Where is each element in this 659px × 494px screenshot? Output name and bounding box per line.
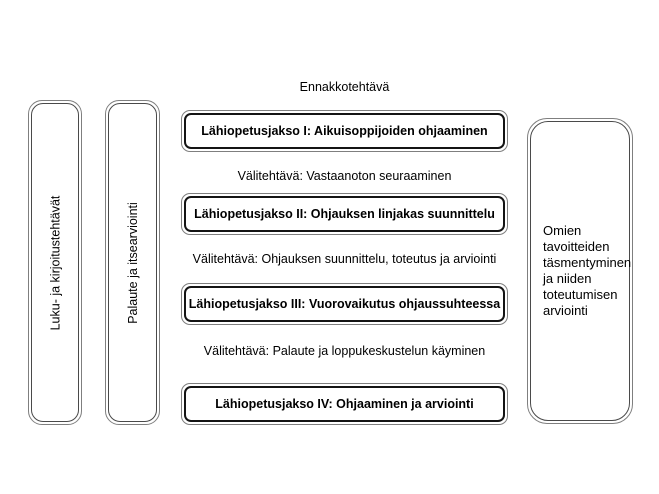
session-inner-frame: Lähiopetusjakso III: Vuorovaikutus ohjau… <box>184 286 505 322</box>
session-label: Lähiopetusjakso II: Ohjauksen linjakas s… <box>194 207 495 221</box>
interim-task-label-1: Välitehtävä: Vastaanoton seuraaminen <box>237 169 452 183</box>
pillar-inner-frame: Luku- ja kirjoitustehtävät <box>31 103 79 422</box>
interim-task-label-2: Välitehtävä: Ohjauksen suunnittelu, tote… <box>192 252 497 266</box>
session-inner-frame: Lähiopetusjakso IV: Ohjaaminen ja arvioi… <box>184 386 505 422</box>
session-box-2: Lähiopetusjakso II: Ohjauksen linjakas s… <box>181 193 508 235</box>
session-label: Lähiopetusjakso I: Aikuisoppijoiden ohja… <box>201 124 488 138</box>
interim-task-label-3: Välitehtävä: Palaute ja loppukeskustelun… <box>203 344 486 358</box>
pre-assignment-label: Ennakkotehtävä <box>299 80 390 94</box>
pillar-reading-writing-tasks: Luku- ja kirjoitustehtävät <box>28 100 82 425</box>
session-label: Lähiopetusjakso III: Vuorovaikutus ohjau… <box>188 297 501 311</box>
session-label: Lähiopetusjakso IV: Ohjaaminen ja arvioi… <box>215 397 474 411</box>
pillar-inner-frame: Palaute ja itsearviointi <box>108 103 157 422</box>
session-inner-frame: Lähiopetusjakso I: Aikuisoppijoiden ohja… <box>184 113 505 149</box>
session-box-4: Lähiopetusjakso IV: Ohjaaminen ja arvioi… <box>181 383 508 425</box>
goals-inner-frame: Omien tavoitteiden täsmentyminen ja niid… <box>530 121 632 421</box>
goals-label: Omien tavoitteiden täsmentyminen ja niid… <box>543 223 632 318</box>
goals-box: Omien tavoitteiden täsmentyminen ja niid… <box>527 118 633 424</box>
session-box-1: Lähiopetusjakso I: Aikuisoppijoiden ohja… <box>181 110 508 152</box>
pillar-label-vertical: Luku- ja kirjoitustehtävät <box>48 195 63 330</box>
pillar-label-vertical: Palaute ja itsearviointi <box>125 201 140 324</box>
session-box-3: Lähiopetusjakso III: Vuorovaikutus ohjau… <box>181 283 508 325</box>
pillar-feedback-self-assessment: Palaute ja itsearviointi <box>105 100 160 425</box>
session-inner-frame: Lähiopetusjakso II: Ohjauksen linjakas s… <box>184 196 505 232</box>
